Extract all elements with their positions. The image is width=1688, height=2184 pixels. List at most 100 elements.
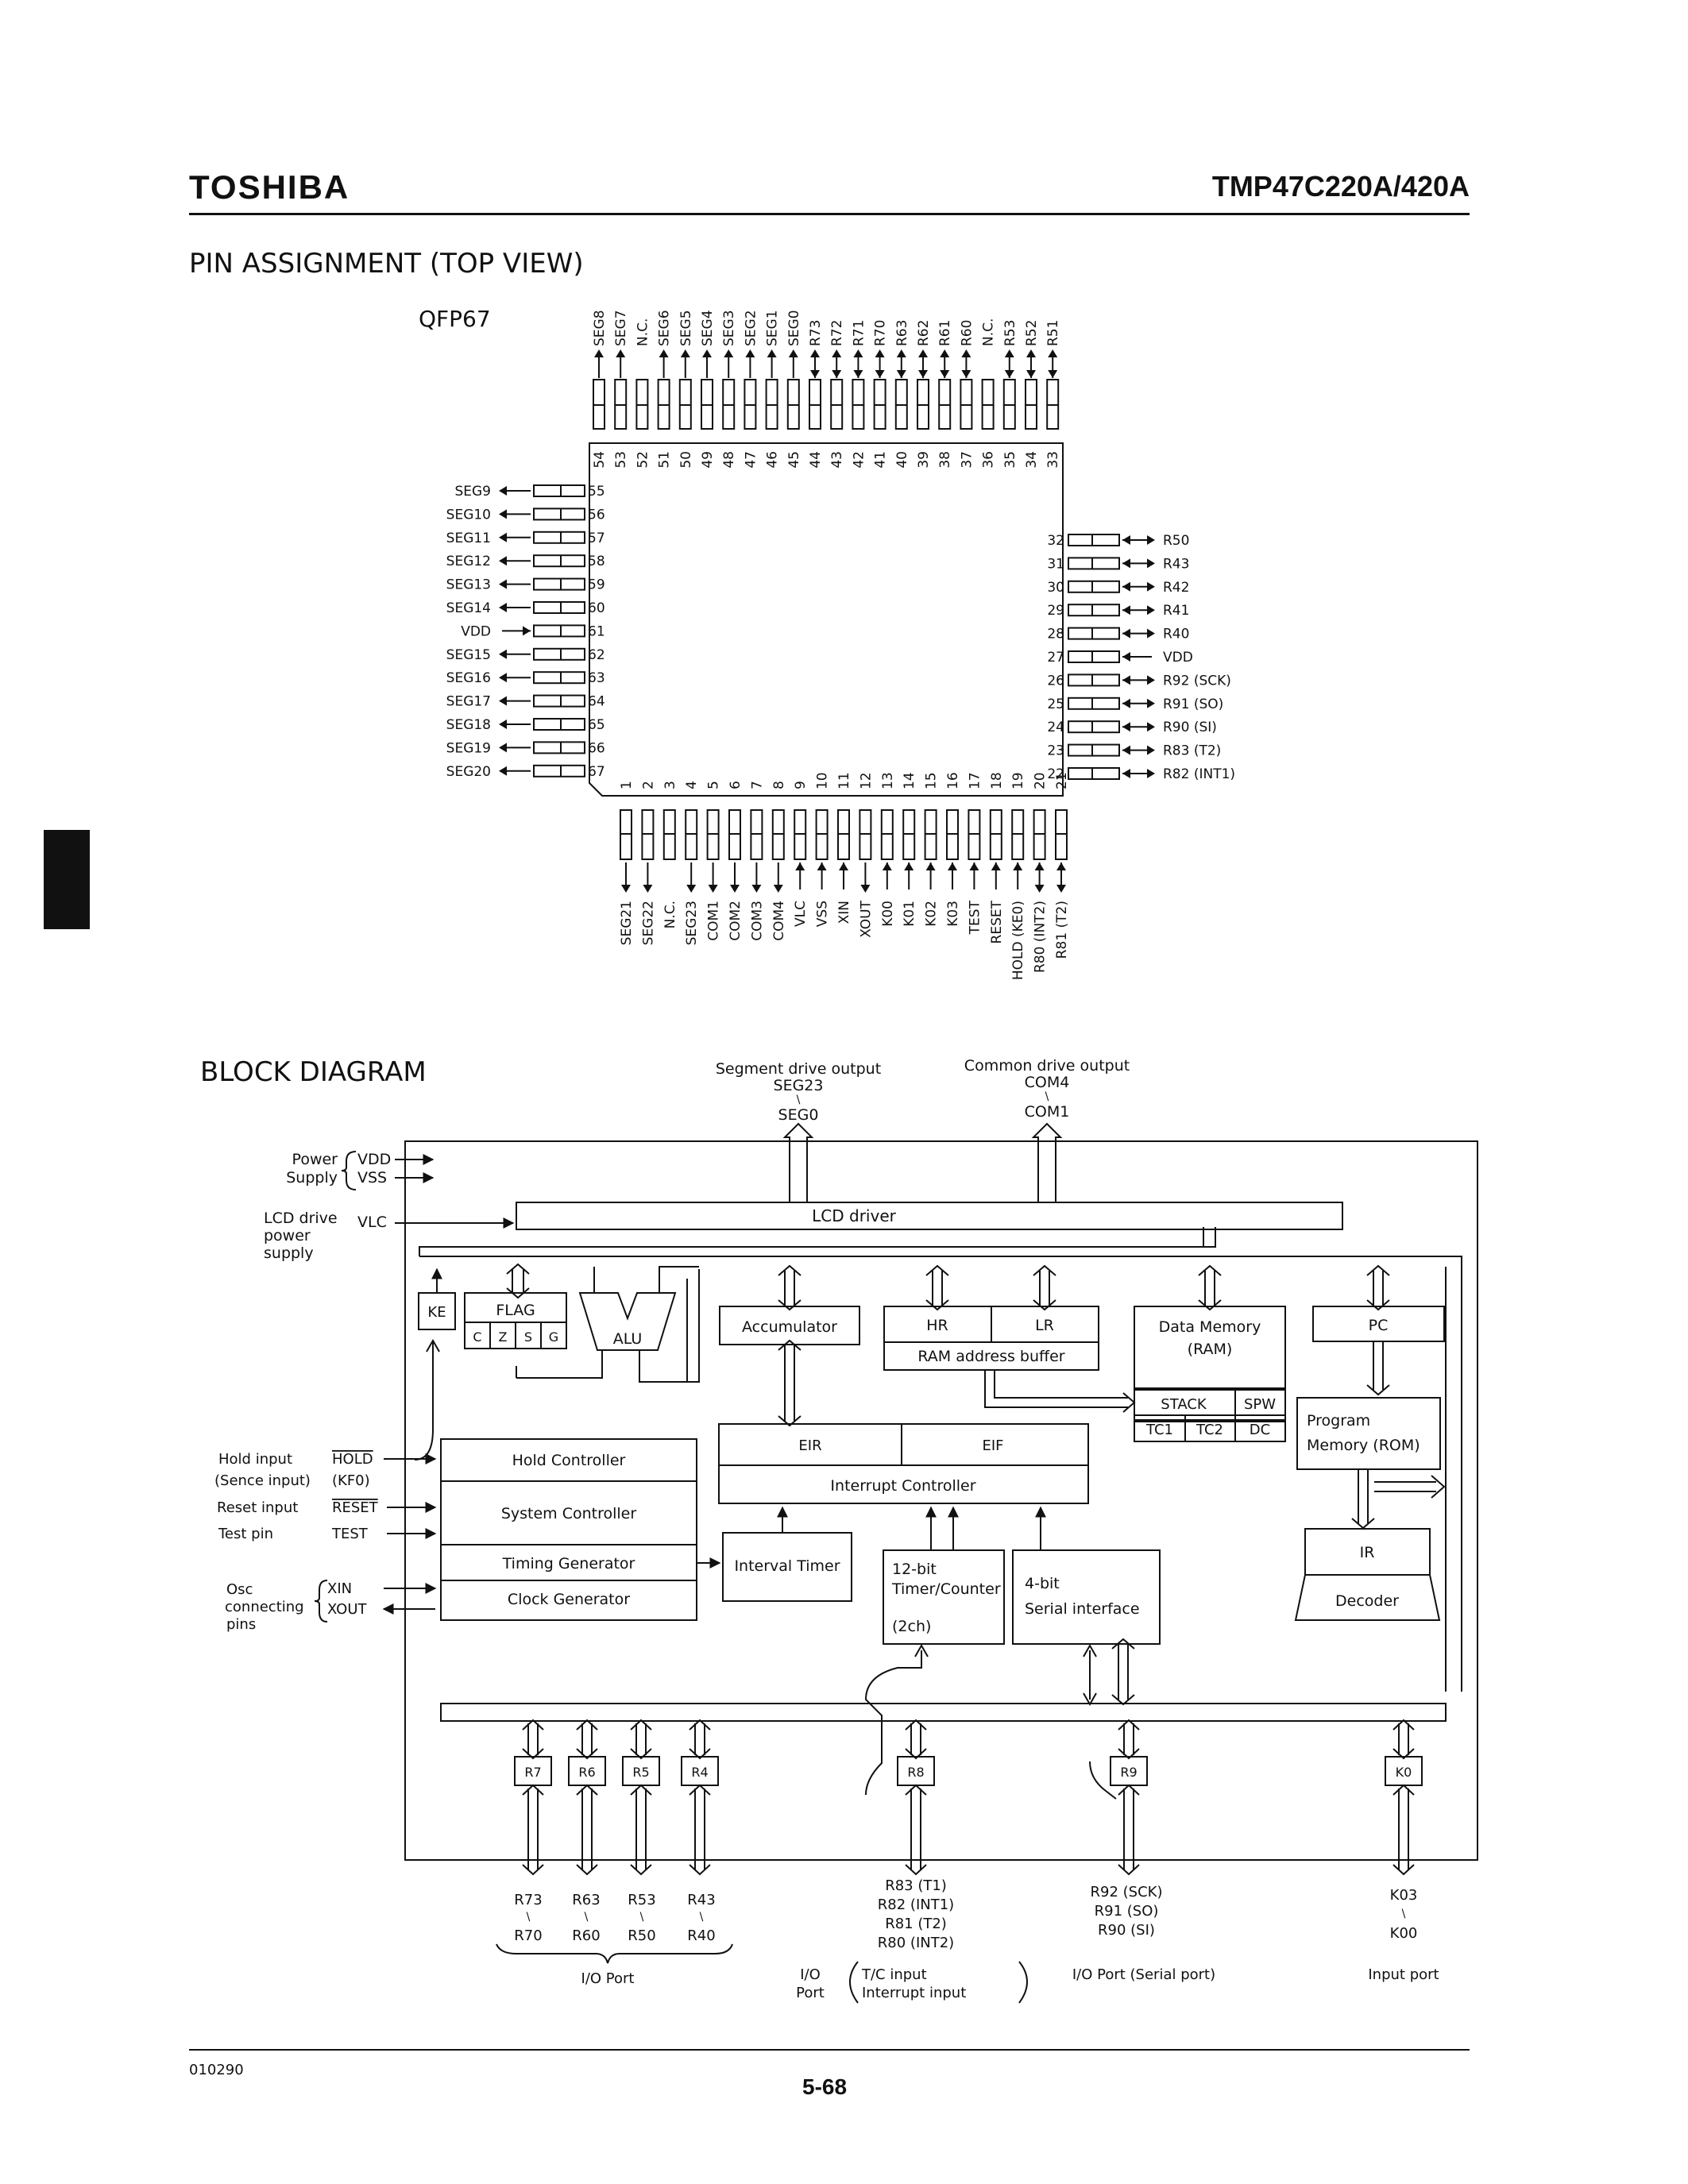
pin-46-label: SEG1 [765, 310, 781, 346]
pin-22-arrow-head-in [1122, 769, 1130, 778]
pin-36-label: N.C. [981, 318, 997, 346]
label-r80: R80 (INT2) [878, 1935, 954, 1951]
pin-17-arrow-head-in [969, 862, 979, 870]
power-brace [341, 1151, 357, 1190]
pin-59-arrow-head-out [499, 579, 507, 589]
pin-37-number: 37 [959, 451, 975, 469]
pin-50-label: SEG5 [678, 310, 694, 346]
pin-assignment-title: PIN ASSIGNMENT (TOP VIEW) [189, 248, 584, 280]
pin-49-number: 49 [700, 451, 716, 469]
pin-61-lead [533, 624, 585, 638]
pin-41-number: 41 [873, 451, 889, 469]
clock-generator-label: Clock Generator [508, 1591, 630, 1608]
lcd-driver-block [516, 1202, 1343, 1230]
com-output-arrow [1031, 1122, 1063, 1202]
port-bus-arrow-6 [1393, 1719, 1415, 1760]
pin-31-arrow-head-in [1122, 558, 1130, 569]
pin-34-label: R52 [1024, 320, 1040, 346]
pin-56-lead [533, 507, 585, 521]
label-r53: R53 [628, 1892, 655, 1908]
pin-40-arrow-head-out [896, 349, 906, 357]
label-r73: R73 [514, 1892, 542, 1908]
pin-22-lead [1068, 767, 1120, 780]
pin-20-number: 20 [1033, 772, 1049, 789]
pin-10-number: 10 [815, 772, 831, 789]
label-io-port: I/O Port [581, 1970, 635, 1987]
pin-14-arrow-head-in [904, 862, 914, 870]
pin-60-lead [533, 601, 585, 614]
pin-20-arrow-head-out [1034, 885, 1045, 893]
bottom-labels: R73 R63 R53 R43 \ \ \ \ R70 R60 R50 R40 … [514, 1877, 1439, 2001]
pin-46-arrow-head-out [767, 349, 777, 357]
flag-s-label: S [524, 1329, 532, 1345]
pin-4-label: SEG23 [684, 901, 700, 945]
pin-30-arrow-head-in [1122, 581, 1130, 592]
section-tab-marker [44, 830, 90, 929]
pin-26-number: 26 [1047, 673, 1064, 689]
flag-bus-arrow [506, 1263, 530, 1299]
pins-bottom-group: 1SEG212SEG223N.C.4SEG235COM16COM27COM38C… [619, 772, 1070, 980]
label-r82: R82 (INT1) [878, 1897, 954, 1913]
pin-42-number: 42 [851, 451, 867, 469]
pin-65-label: SEG18 [446, 717, 491, 733]
hold-pin-label: HOLD [332, 1451, 373, 1468]
pin-32-number: 32 [1047, 533, 1064, 549]
pin-44-arrow-head-out [810, 349, 820, 357]
pin-14-number: 14 [902, 772, 917, 789]
accumulator-block [719, 1306, 860, 1345]
page-number: 5-68 [802, 2074, 848, 2099]
block-diagram: Segment drive output SEG23 \ SEG0 Common… [214, 1057, 1478, 2004]
pin-23-arrow-head-in [1122, 745, 1130, 755]
pin-58-number: 58 [588, 554, 605, 569]
pin-8-arrow-head-out [773, 885, 783, 893]
port-bus-arrow-4 [905, 1719, 927, 1760]
pin-35-arrow-head-out [1004, 349, 1014, 357]
pin-46-number: 46 [765, 451, 781, 469]
com-output-sep: \ [1045, 1090, 1049, 1103]
pins-top-group: 54SEG853SEG752N.C.51SEG650SEG549SEG448SE… [592, 310, 1061, 468]
osc-label-2: connecting [225, 1599, 304, 1615]
pin-5-arrow-head-out [708, 885, 718, 893]
sense-input-label: (Sence input) [214, 1472, 311, 1489]
pin-19-label: HOLD (KE0) [1010, 901, 1026, 980]
port-pin-arrow-4 [905, 1784, 927, 1876]
pin-54-label: SEG8 [592, 310, 608, 346]
pin-21-arrow-head-out [1056, 885, 1066, 893]
rom-to-ir-arrow [1351, 1469, 1375, 1530]
pin-26-arrow-head-out [1147, 675, 1155, 685]
pin-29-label: R41 [1163, 603, 1189, 619]
pin-41-label: R70 [873, 320, 889, 346]
pin-66-number: 66 [588, 740, 605, 756]
pin-33-label: R51 [1045, 320, 1061, 346]
pin-55-lead [533, 484, 585, 497]
pin-52-number: 52 [635, 451, 651, 469]
pin-12-number: 12 [858, 772, 874, 789]
port-r6-label: R6 [578, 1765, 595, 1780]
flag-z-label: Z [499, 1329, 508, 1345]
pin-17-number: 17 [967, 772, 983, 789]
vdd-label: VDD [357, 1151, 391, 1168]
pin-53-arrow-head-out [616, 349, 626, 357]
pin-45-arrow-head-out [788, 349, 798, 357]
test-pin-label-left: Test pin [218, 1526, 273, 1542]
pin-33-number: 33 [1045, 451, 1061, 469]
chip-frame [404, 1140, 1478, 1861]
pin-57-arrow-head-out [499, 532, 507, 542]
brand-logo: TOSHIBA [189, 168, 350, 206]
pin-24-number: 24 [1047, 720, 1064, 735]
pin-10-label: VSS [815, 901, 831, 927]
pin-51-arrow-head-out [659, 349, 669, 357]
port-arrows [522, 1719, 1415, 1876]
pin-57-label: SEG11 [446, 531, 491, 546]
port-pin-arrow-2 [630, 1784, 652, 1876]
serial-interface-block [1012, 1549, 1161, 1645]
pin-3-label: N.C. [662, 901, 678, 928]
pin-47-label: SEG2 [743, 310, 759, 346]
label-port: Port [796, 1985, 825, 2001]
pin-19-arrow-head-in [1013, 862, 1023, 870]
pin-24-lead [1068, 720, 1120, 734]
timer-counter-block [883, 1549, 1005, 1645]
pin-20-arrow-head-in [1034, 862, 1045, 870]
pin-13-arrow-head-in [882, 862, 892, 870]
ram-label: (RAM) [1188, 1341, 1233, 1358]
